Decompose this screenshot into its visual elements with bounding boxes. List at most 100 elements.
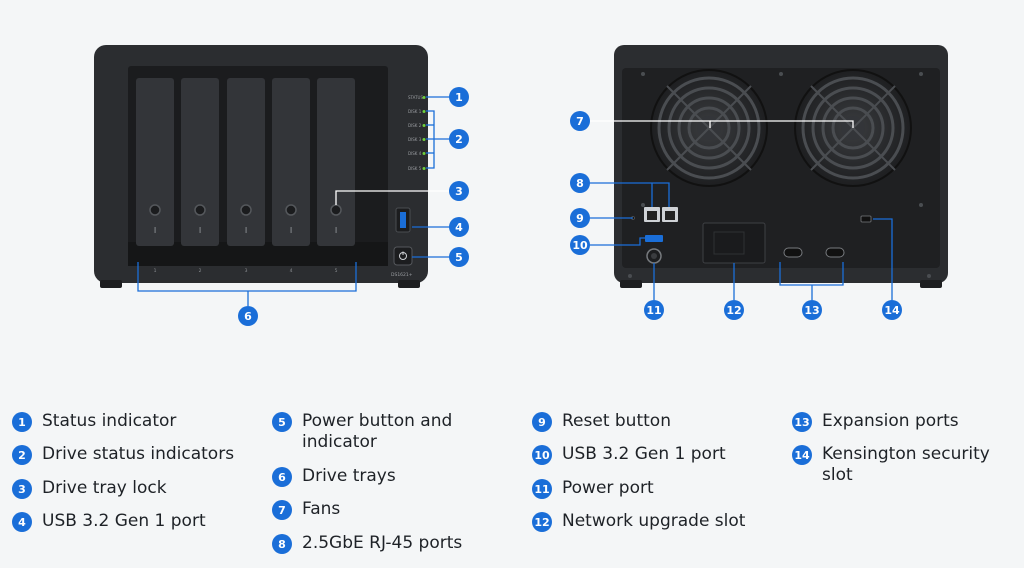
tray-lock-icon[interactable]: [330, 204, 342, 216]
svg-text:9: 9: [576, 212, 584, 225]
callout-2: 2: [449, 129, 469, 149]
tray-lock-icon[interactable]: [285, 204, 297, 216]
front-view: 1 2 3 4 5 STATUS DISK 1 DISK 2 DISK 3 DI…: [94, 45, 428, 288]
front-usb-port[interactable]: [395, 207, 411, 233]
legend-badge: 9: [532, 412, 552, 432]
legend-item-14: 14 Kensington security slot: [792, 444, 1014, 486]
expansion-port[interactable]: [783, 247, 803, 258]
callout-7: 7: [570, 111, 590, 131]
legend-item-12: 12 Network upgrade slot: [532, 511, 772, 532]
rj45-port[interactable]: [644, 207, 660, 222]
legend-badge: 3: [12, 479, 32, 499]
legend-label: Expansion ports: [822, 411, 959, 431]
callout-12: 12: [724, 300, 744, 320]
bay-number: 2: [199, 268, 202, 274]
disk-led-icon: [422, 110, 426, 113]
expansion-port[interactable]: [825, 247, 845, 258]
svg-text:4: 4: [455, 221, 463, 234]
legend-label: Kensington security slot: [822, 444, 990, 485]
svg-text:6: 6: [244, 310, 252, 323]
legend-item-10: 10 USB 3.2 Gen 1 port: [532, 444, 772, 465]
fan-left: [650, 69, 768, 187]
back-view: [614, 45, 948, 288]
callout-9: 9: [570, 208, 590, 228]
drive-tray-1[interactable]: [136, 78, 174, 246]
legend-badge: 8: [272, 534, 292, 554]
disk-indicator-label: DISK 2: [408, 123, 422, 128]
disk-led-icon: [422, 124, 426, 127]
drive-tray-4[interactable]: [272, 78, 310, 246]
model-label: DS1621+: [391, 272, 413, 278]
legend-item-11: 11 Power port: [532, 478, 772, 499]
svg-text:12: 12: [726, 304, 741, 317]
legend-item-8: 8 2.5GbE RJ-45 ports: [272, 533, 512, 554]
legend-item-1: 1 Status indicator: [12, 411, 252, 432]
svg-text:1: 1: [455, 91, 463, 104]
callout-5: 5: [449, 247, 469, 267]
legend-label: Network upgrade slot: [562, 511, 746, 531]
legend-item-4: 4 USB 3.2 Gen 1 port: [12, 511, 252, 532]
legend-label: Drive status indicators: [42, 444, 235, 464]
tray-lock-icon[interactable]: [194, 204, 206, 216]
power-port[interactable]: [646, 248, 662, 264]
svg-text:5: 5: [455, 251, 463, 264]
svg-text:11: 11: [646, 304, 661, 317]
bay-number: 1: [154, 268, 157, 274]
power-button[interactable]: [393, 246, 413, 266]
legend-badge: 7: [272, 500, 292, 520]
legend-label: 2.5GbE RJ-45 ports: [302, 533, 463, 553]
rear-usb-port[interactable]: [645, 235, 663, 242]
disk-led-icon: [422, 138, 426, 141]
legend-label: Power button and indicator: [302, 411, 453, 452]
tray-lock-icon[interactable]: [149, 204, 161, 216]
svg-text:8: 8: [576, 177, 584, 190]
disk-indicator-label: DISK 1: [408, 109, 422, 114]
legend-badge: 12: [532, 512, 552, 532]
disk-led-icon: [422, 167, 426, 170]
legend-label: Drive trays: [302, 466, 396, 486]
status-indicator-label: STATUS: [408, 95, 423, 100]
callout-13: 13: [802, 300, 822, 320]
legend-item-7: 7 Fans: [272, 499, 502, 520]
legend-label: USB 3.2 Gen 1 port: [562, 444, 726, 464]
legend-item-13: 13 Expansion ports: [792, 411, 1014, 432]
legend-label: USB 3.2 Gen 1 port: [42, 511, 206, 531]
legend-badge: 4: [12, 512, 32, 532]
rj45-port[interactable]: [662, 207, 678, 222]
bay-number: 4: [290, 268, 293, 274]
legend-badge: 1: [12, 412, 32, 432]
callout-14: 14: [882, 300, 902, 320]
disk-indicator-label: DISK 4: [408, 151, 422, 156]
legend-item-9: 9 Reset button: [532, 411, 772, 432]
callout-3: 3: [449, 181, 469, 201]
legend-item-5: 5 Power button and indicator: [272, 411, 472, 453]
back-leaders: [589, 120, 893, 300]
callout-8: 8: [570, 173, 590, 193]
svg-text:13: 13: [804, 304, 819, 317]
legend-label: Power port: [562, 478, 654, 498]
callout-11: 11: [644, 300, 664, 320]
tray-lock-icon[interactable]: [240, 204, 252, 216]
bay-number: 3: [245, 268, 248, 274]
drive-tray-3[interactable]: [227, 78, 265, 246]
callout-1: 1: [449, 87, 469, 107]
bay-number: 5: [335, 268, 338, 274]
legend-label: Status indicator: [42, 411, 177, 431]
legend-badge: 5: [272, 412, 292, 432]
legend-item-3: 3 Drive tray lock: [12, 478, 252, 499]
drive-tray-2[interactable]: [181, 78, 219, 246]
network-upgrade-slot[interactable]: [702, 222, 766, 264]
legend-label: Drive tray lock: [42, 478, 167, 498]
legend-badge: 10: [532, 445, 552, 465]
kensington-slot[interactable]: [860, 215, 872, 223]
svg-text:3: 3: [455, 185, 463, 198]
status-led-icon: [422, 96, 426, 99]
disk-indicator-label: DISK 3: [408, 137, 422, 142]
legend-badge: 14: [792, 445, 812, 465]
legend-item-2: 2 Drive status indicators: [12, 444, 252, 465]
svg-text:14: 14: [884, 304, 900, 317]
drive-tray-5[interactable]: [317, 78, 355, 246]
callout-10: 10: [570, 235, 590, 255]
svg-text:7: 7: [576, 115, 584, 128]
